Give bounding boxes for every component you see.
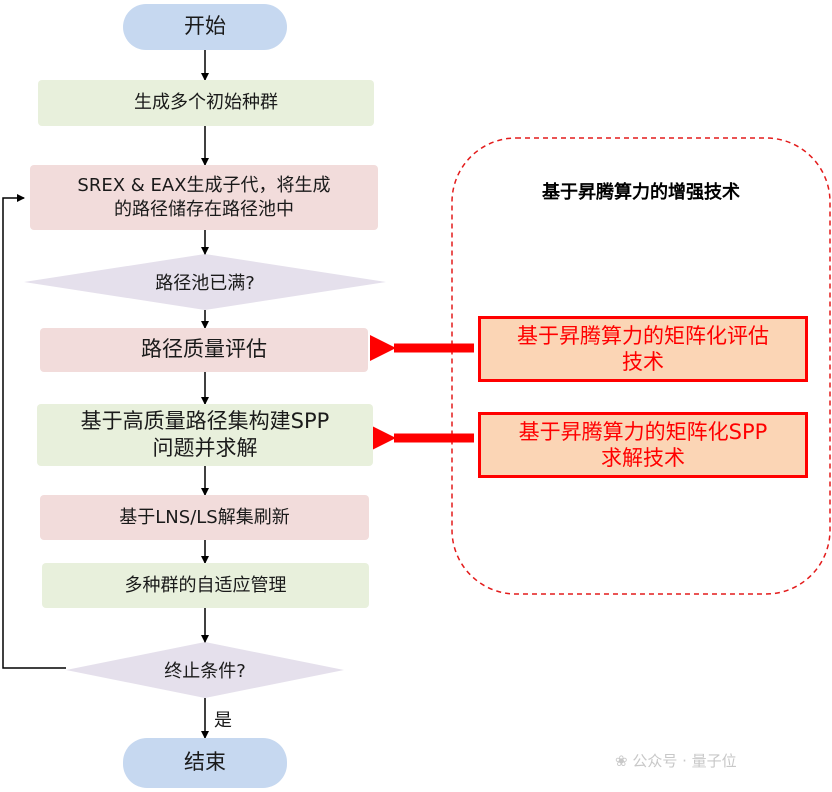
quality-eval-step: 路径质量评估 [40, 328, 368, 372]
stop-condition-diamond [66, 642, 344, 698]
matrix-spp-line1: 基于昇腾算力的矩阵化SPP [518, 419, 768, 444]
watermark-text: ❀ 公众号 · 量子位 [615, 750, 737, 771]
adaptive-management-step: 多种群的自适应管理 [42, 563, 369, 608]
srex-eax-line1: SREX & EAX生成子代，将生成 [77, 175, 331, 197]
matrix-spp-tech-box: 基于昇腾算力的矩阵化SPP 求解技术 [478, 412, 808, 478]
loop-back-line [2, 194, 66, 669]
wechat-icon: ❀ [615, 752, 633, 770]
stop-condition-label: 终止条件? [164, 661, 246, 682]
spp-build-step: 基于高质量路径集构建SPP 问题并求解 [37, 404, 373, 466]
yes-label: 是 [214, 710, 232, 731]
lns-refresh-step: 基于LNS/LS解集刷新 [40, 495, 369, 540]
matrix-eval-tech-box: 基于昇腾算力的矩阵化评估 技术 [478, 316, 808, 382]
spp-build-line1: 基于高质量路径集构建SPP [80, 408, 330, 433]
enhancement-panel-title: 基于昇腾算力的增强技术 [542, 182, 740, 203]
init-population-step: 生成多个初始种群 [38, 80, 374, 126]
matrix-eval-line2: 技术 [622, 350, 664, 374]
srex-eax-step: SREX & EAX生成子代，将生成 的路径储存在路径池中 [30, 165, 378, 230]
spp-build-line2: 问题并求解 [152, 436, 258, 460]
end-node: 结束 [123, 738, 287, 788]
pool-full-label: 路径池已满? [155, 273, 255, 294]
matrix-eval-line1: 基于昇腾算力的矩阵化评估 [517, 323, 769, 348]
watermark-label: 公众号 · 量子位 [632, 752, 737, 770]
start-node: 开始 [123, 4, 287, 50]
matrix-spp-line2: 求解技术 [601, 446, 685, 470]
enhancement-panel-border [451, 137, 831, 595]
srex-eax-line2: 的路径储存在路径池中 [114, 198, 294, 220]
pool-full-diamond [24, 254, 386, 310]
